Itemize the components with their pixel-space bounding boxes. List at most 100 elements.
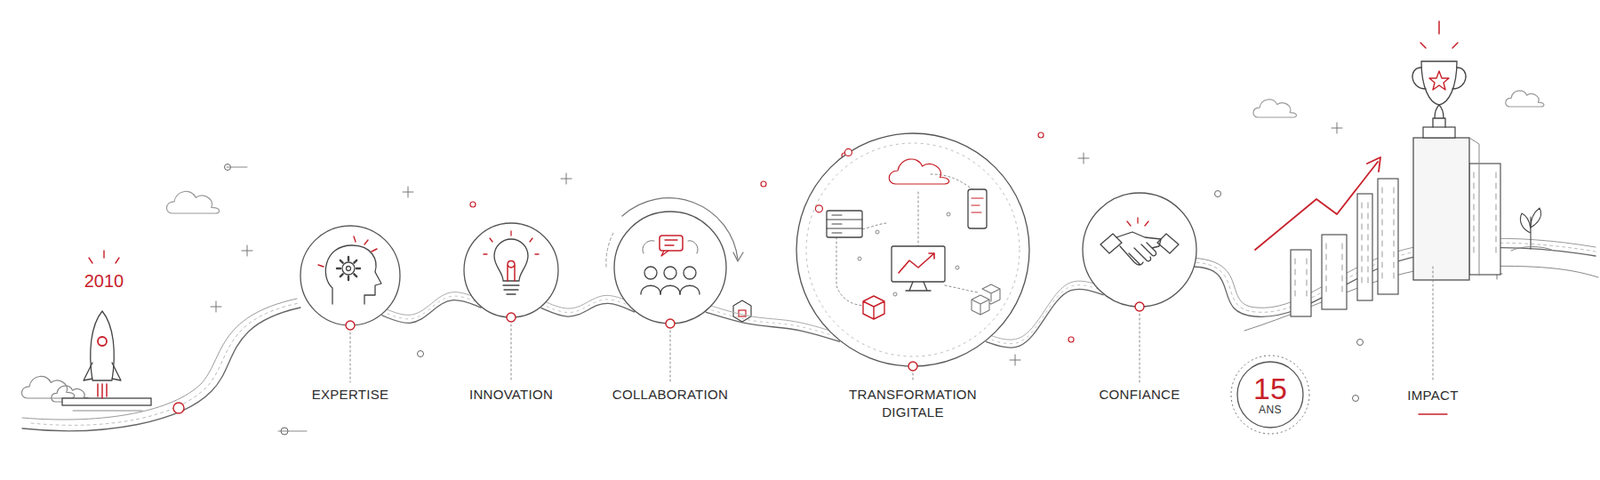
launch-pad	[72, 410, 143, 412]
building-window	[1382, 198, 1394, 204]
gear-icon	[336, 267, 341, 270]
gear-icon	[353, 273, 357, 277]
speech-bubble	[661, 240, 678, 256]
launch-pad	[62, 398, 152, 406]
year-label: 2010	[84, 271, 125, 292]
building-window	[1295, 290, 1307, 296]
sparkle	[1420, 21, 1458, 48]
trophy-star	[1429, 71, 1449, 90]
milestone-label: EXPERTISE	[308, 385, 393, 404]
year-badge: 15ANS	[1236, 360, 1304, 429]
sparkle	[210, 301, 222, 312]
sparkle-dot	[760, 181, 767, 187]
trophy-base	[1423, 127, 1456, 138]
road-dash	[31, 303, 299, 425]
underline-mark	[1418, 413, 1448, 415]
network-node	[893, 292, 897, 296]
building	[1357, 193, 1373, 301]
building-window	[1382, 240, 1394, 247]
road-dash	[381, 296, 481, 320]
circle-outline	[795, 132, 1031, 368]
cube-icon	[863, 296, 885, 320]
sparkle	[560, 173, 572, 184]
sparkle	[1331, 122, 1343, 134]
year-unit: ANS	[1258, 403, 1282, 416]
building-window	[1473, 236, 1496, 242]
building	[1469, 163, 1501, 275]
building	[1377, 178, 1399, 295]
building-window	[1326, 254, 1343, 260]
badge-text: 15ANS	[1236, 360, 1304, 429]
building	[1321, 234, 1347, 310]
road-connector	[381, 292, 481, 324]
year-count: 15	[1253, 373, 1288, 404]
building-window	[1361, 202, 1368, 208]
milestone-label: TRANSFORMATION DIGITALE	[838, 385, 988, 422]
building-window	[1361, 277, 1368, 283]
milestone-label: CONFIANCE	[1095, 385, 1184, 404]
trophy-handle	[1412, 67, 1466, 89]
rocket-icon	[21, 250, 152, 411]
milestone-dot	[506, 312, 516, 322]
sparkle-dot	[1215, 191, 1222, 198]
monitor-icon	[905, 281, 931, 291]
server-icon	[826, 210, 863, 238]
building-window	[1382, 187, 1394, 193]
milestone-label: INNOVATION	[465, 385, 557, 404]
speech-bubble	[659, 235, 683, 251]
building-window	[1382, 262, 1394, 268]
circle-outline	[1082, 192, 1197, 307]
gear-icon	[342, 262, 355, 275]
milestone-circle: EXPERTISE	[299, 224, 401, 327]
leader-line	[912, 373, 914, 383]
network-node	[875, 230, 880, 234]
cycle-arrow	[642, 240, 698, 254]
building-window	[1473, 183, 1496, 189]
circle-outline	[463, 222, 560, 319]
cloud-icon	[1253, 99, 1296, 118]
plant-icon	[1511, 247, 1554, 252]
leader-line	[350, 332, 352, 383]
road-line	[22, 298, 297, 420]
rocket-flame	[97, 384, 107, 399]
circle-outline	[806, 143, 1020, 357]
milestone-dot	[173, 402, 184, 414]
person-icon	[644, 266, 657, 280]
sparkle	[241, 245, 253, 256]
handshake-icon	[1116, 232, 1161, 265]
building-window	[1295, 258, 1307, 264]
cloud-icon	[1505, 90, 1544, 107]
sparkle-dot	[280, 427, 288, 435]
sparkle	[402, 186, 414, 198]
gear-icon	[346, 266, 352, 272]
sparkle	[1009, 354, 1021, 366]
sparkle-dot	[1352, 395, 1360, 402]
milestone-dot	[908, 361, 918, 371]
building-window	[1295, 269, 1307, 275]
growth-arrow	[1367, 157, 1381, 172]
building-window	[1382, 230, 1394, 236]
building-window	[1382, 208, 1394, 215]
milestone-dot	[815, 205, 823, 213]
leader-line	[670, 330, 672, 383]
sparkle	[226, 167, 307, 432]
building-window	[1326, 286, 1343, 292]
circle-outline	[614, 211, 727, 324]
circle-outline	[613, 210, 728, 325]
milestone-dot	[844, 148, 852, 156]
rocket-fin	[83, 362, 121, 381]
trophy-stem	[1432, 104, 1446, 128]
gear-icon	[356, 267, 360, 270]
circle-outline	[1237, 361, 1304, 428]
network-node	[857, 256, 862, 261]
chart-line	[898, 253, 935, 273]
person-icon	[640, 285, 661, 295]
building-window	[1361, 224, 1368, 230]
sparkle-dot	[1068, 336, 1074, 343]
cloud-icon	[21, 376, 74, 399]
city-illustration	[1255, 21, 1554, 415]
road-line	[541, 295, 636, 309]
circle-outline	[299, 224, 401, 327]
bulb-icon	[503, 285, 520, 295]
